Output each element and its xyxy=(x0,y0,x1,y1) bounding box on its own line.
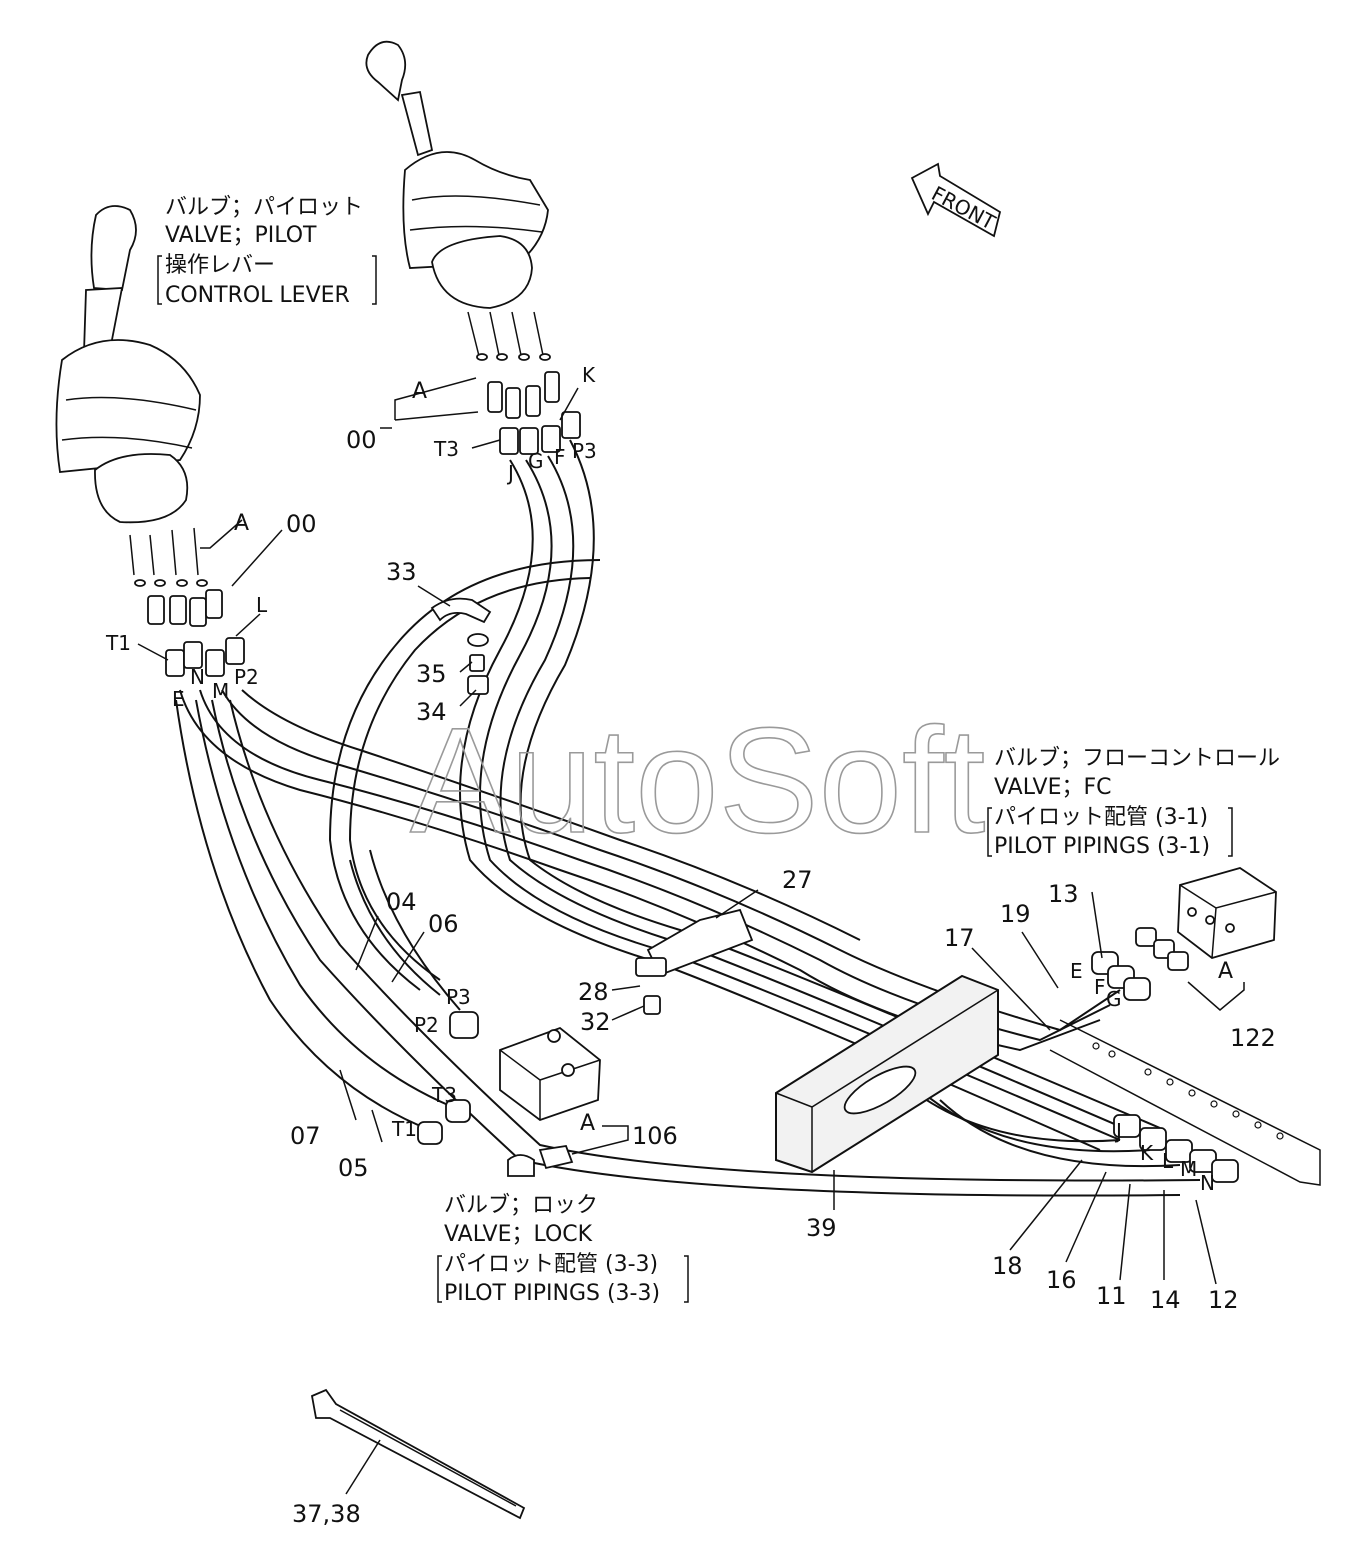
pilot-valve-sub-jp: 操作レバー xyxy=(165,253,275,278)
part-122: 122 xyxy=(1230,1024,1276,1052)
fc-valve-sub-en: PILOT PIPINGS (3-1) xyxy=(994,834,1210,859)
part-13: 13 xyxy=(1048,880,1079,908)
clamp-27 xyxy=(635,908,754,1015)
lock-valve-en: VALVE；LOCK xyxy=(444,1222,593,1247)
conn-k-fc: K xyxy=(1140,1141,1154,1165)
frame-plate xyxy=(1049,1019,1321,1186)
part-28: 28 xyxy=(578,978,609,1006)
callout-lock-valve: バルブ；ロック VALVE；LOCK パイロット配管 (3-3) PILOT P… xyxy=(437,1193,689,1306)
callout-fc-valve: バルブ；フローコントロール VALVE；FC パイロット配管 (3-1) PIL… xyxy=(987,746,1280,859)
conn-a-fc: A xyxy=(1218,959,1233,984)
conn-n-left: N xyxy=(190,665,205,689)
lock-valve-sub-en: PILOT PIPINGS (3-3) xyxy=(444,1281,660,1306)
conn-m-fc: M xyxy=(1180,1157,1197,1181)
part-numbers: 00 00 04 05 06 07 11 12 13 14 16 17 18 1… xyxy=(286,426,1276,1528)
conn-j-fc: J xyxy=(1114,1119,1122,1143)
conn-p3-lock: P3 xyxy=(446,985,471,1009)
conn-l-left: L xyxy=(256,593,268,617)
leader-lines xyxy=(137,377,1245,1495)
part-39: 39 xyxy=(806,1214,837,1242)
conn-a-right-lever: A xyxy=(412,379,427,404)
connection-labels: A A A A K T3 J G F P3 T1 L E N M P2 P3 P… xyxy=(105,363,1233,1195)
part-05: 05 xyxy=(338,1154,369,1182)
left-control-lever xyxy=(55,205,201,524)
conn-a-left-lever: A xyxy=(234,511,249,536)
conn-f-top: F xyxy=(554,445,566,469)
conn-a-lock: A xyxy=(580,1111,595,1136)
conn-n-fc: N xyxy=(1200,1171,1215,1195)
conn-g-top: G xyxy=(528,449,544,473)
fc-valve-en: VALVE；FC xyxy=(994,775,1112,800)
part-106: 106 xyxy=(632,1122,678,1150)
part-12: 12 xyxy=(1208,1286,1239,1314)
conn-t1-lock: T1 xyxy=(391,1117,417,1141)
lock-valve xyxy=(417,1011,601,1177)
part-34: 34 xyxy=(416,698,447,726)
part-06: 06 xyxy=(428,910,459,938)
conn-e-fc: E xyxy=(1070,959,1083,983)
conn-m-left: M xyxy=(212,679,229,703)
conn-g-fc: G xyxy=(1106,987,1122,1011)
conn-t3-top: T3 xyxy=(433,437,459,461)
part-37-38: 37,38 xyxy=(292,1500,361,1528)
part-27: 27 xyxy=(782,866,813,894)
part-18: 18 xyxy=(992,1252,1023,1280)
pilot-valve-jp: バルブ；パイロット xyxy=(165,195,363,220)
fc-valve-sub-jp: パイロット配管 (3-1) xyxy=(994,805,1208,830)
fc-valve-jp: バルブ；フローコントロール xyxy=(994,746,1280,771)
part-17: 17 xyxy=(944,924,975,952)
conn-p3-top: P3 xyxy=(572,439,597,463)
conn-p2-lock: P2 xyxy=(414,1013,439,1037)
part-00-left: 00 xyxy=(286,510,317,538)
part-19: 19 xyxy=(1000,900,1031,928)
part-16: 16 xyxy=(1046,1266,1077,1294)
part-11: 11 xyxy=(1096,1282,1127,1310)
left-lever-fittings xyxy=(129,527,245,677)
conn-f-fc: F xyxy=(1094,975,1106,999)
part-04: 04 xyxy=(386,888,417,916)
fc-valve xyxy=(1091,867,1277,1001)
grommet-39 xyxy=(775,974,999,1174)
watermark: AutoSoft xyxy=(410,696,985,864)
tie-band xyxy=(310,1388,526,1520)
front-arrow: FRONT xyxy=(910,162,1002,238)
conn-l-fc: L xyxy=(1162,1149,1174,1173)
part-35: 35 xyxy=(416,660,447,688)
pilot-valve-sub-en: CONTROL LEVER xyxy=(165,283,350,308)
part-07: 07 xyxy=(290,1122,321,1150)
lock-valve-sub-jp: パイロット配管 (3-3) xyxy=(444,1252,658,1277)
conn-p2-left: P2 xyxy=(234,665,259,689)
lock-valve-jp: バルブ；ロック xyxy=(444,1193,598,1218)
conn-t1-left: T1 xyxy=(105,631,131,655)
right-control-lever xyxy=(365,40,549,309)
part-33: 33 xyxy=(386,558,417,586)
conn-e-left: E xyxy=(172,687,185,711)
conn-t3-lock: T3 xyxy=(431,1083,457,1107)
conn-k-top: K xyxy=(582,363,596,387)
part-00-right: 00 xyxy=(346,426,377,454)
conn-j-top: J xyxy=(506,461,514,485)
part-32: 32 xyxy=(580,1008,611,1036)
right-lever-fittings xyxy=(467,311,581,455)
callout-pilot-valve: バルブ；パイロット VALVE；PILOT 操作レバー CONTROL LEVE… xyxy=(157,195,377,308)
part-14: 14 xyxy=(1150,1286,1181,1314)
pilot-valve-en: VALVE；PILOT xyxy=(165,223,317,248)
